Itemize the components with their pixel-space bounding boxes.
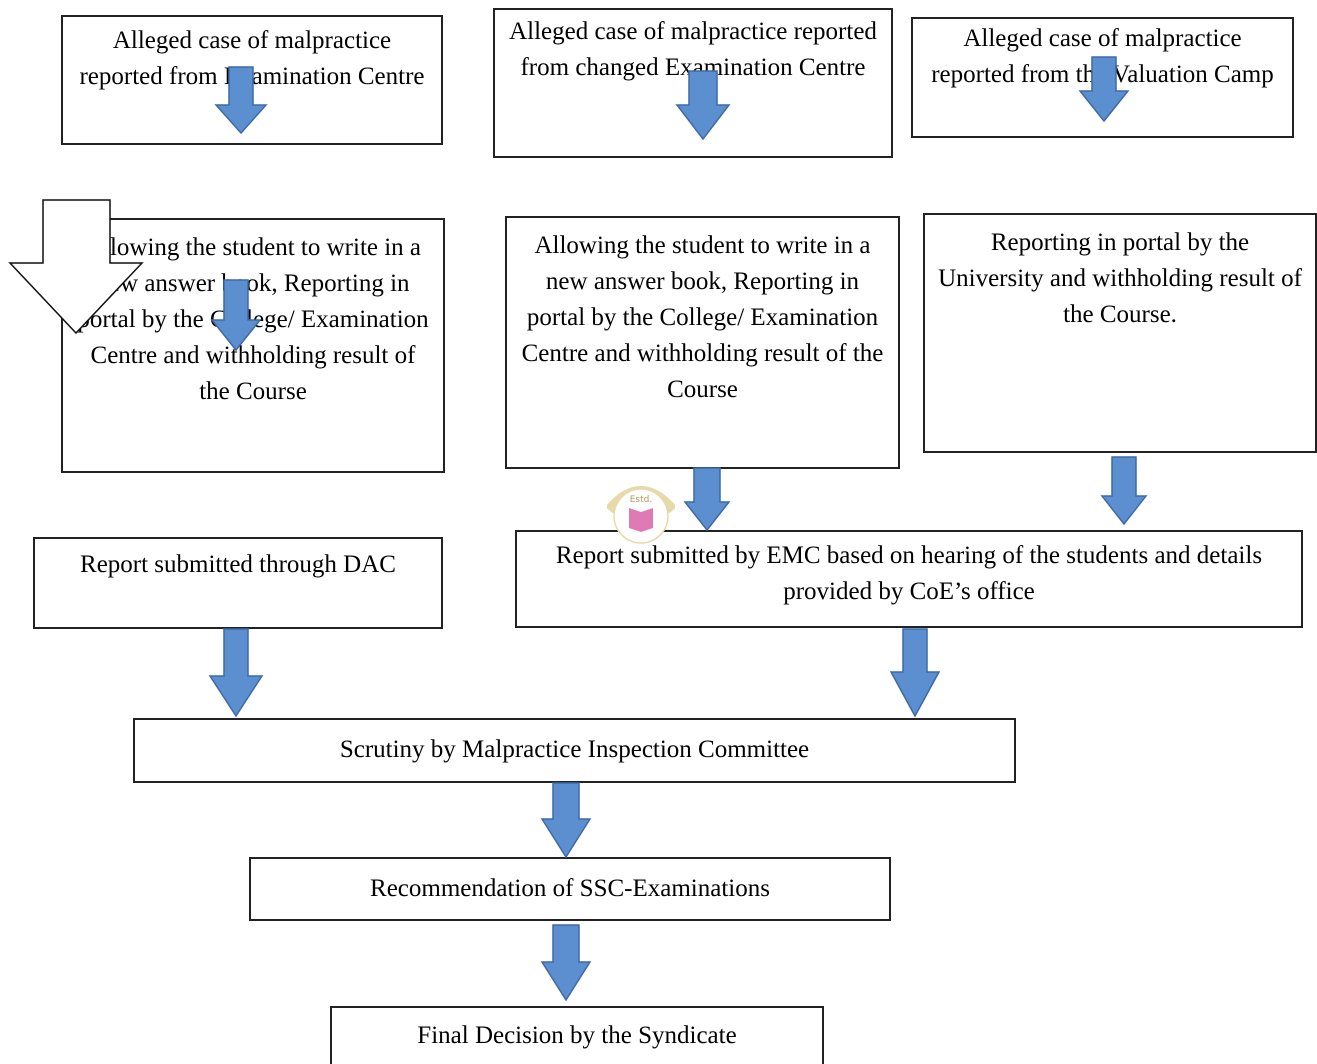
box-recommendation: Recommendation of SSC-Examinations (249, 857, 891, 921)
watermark-seal: Estd. (607, 486, 675, 544)
box-recommendation-text: Recommendation of SSC-Examinations (370, 875, 770, 902)
box-dac-report: Report submitted through DAC (33, 537, 443, 629)
book-icon (629, 508, 653, 532)
box-allow-centre-text: Allowing the student to write in a new a… (521, 232, 884, 403)
box-final-decision: Final Decision by the Syndicate (330, 1006, 824, 1064)
box-emc-report: Report submitted by EMC based on hearing… (515, 530, 1303, 628)
arrow-exam-centre-down-icon (214, 66, 268, 135)
box-allow-college-text: Allowing the student to write in a new a… (77, 234, 429, 405)
box-portal-university: Reporting in portal by the University an… (923, 213, 1317, 453)
arrow-dac-down-icon (208, 628, 264, 718)
box-allow-centre: Allowing the student to write in a new a… (505, 216, 900, 469)
arrow-recommendation-down-icon (540, 924, 592, 1002)
box-dac-report-text: Report submitted through DAC (80, 551, 396, 578)
box-portal-university-text: Reporting in portal by the University an… (938, 229, 1302, 328)
arrow-scrutiny-down-icon (540, 782, 592, 859)
large-hollow-arrow-icon (8, 199, 144, 335)
arrow-emc-down-icon (889, 628, 941, 718)
box-scrutiny: Scrutiny by Malpractice Inspection Commi… (133, 718, 1016, 783)
arrow-changed-centre-down-icon (675, 70, 731, 141)
box-changed-centre-text: Alleged case of malpractice reported fro… (509, 18, 877, 81)
arrow-portal-university-down-icon (1100, 456, 1148, 526)
watermark-text: Estd. (630, 495, 652, 505)
box-exam-centre: Alleged case of malpractice reported fro… (61, 15, 443, 145)
arrow-allow-college-down-icon (210, 279, 262, 352)
box-scrutiny-text: Scrutiny by Malpractice Inspection Commi… (339, 736, 810, 763)
arrow-valuation-camp-down-icon (1078, 56, 1130, 123)
box-allow-college: Allowing the student to write in a new a… (61, 218, 445, 473)
box-valuation-camp: Alleged case of malpractice reported fro… (911, 17, 1294, 138)
box-emc-report-text: Report submitted by EMC based on hearing… (555, 542, 1263, 605)
arrow-allow-centre-down-icon (683, 467, 731, 532)
box-final-decision-text: Final Decision by the Syndicate (417, 1022, 737, 1049)
